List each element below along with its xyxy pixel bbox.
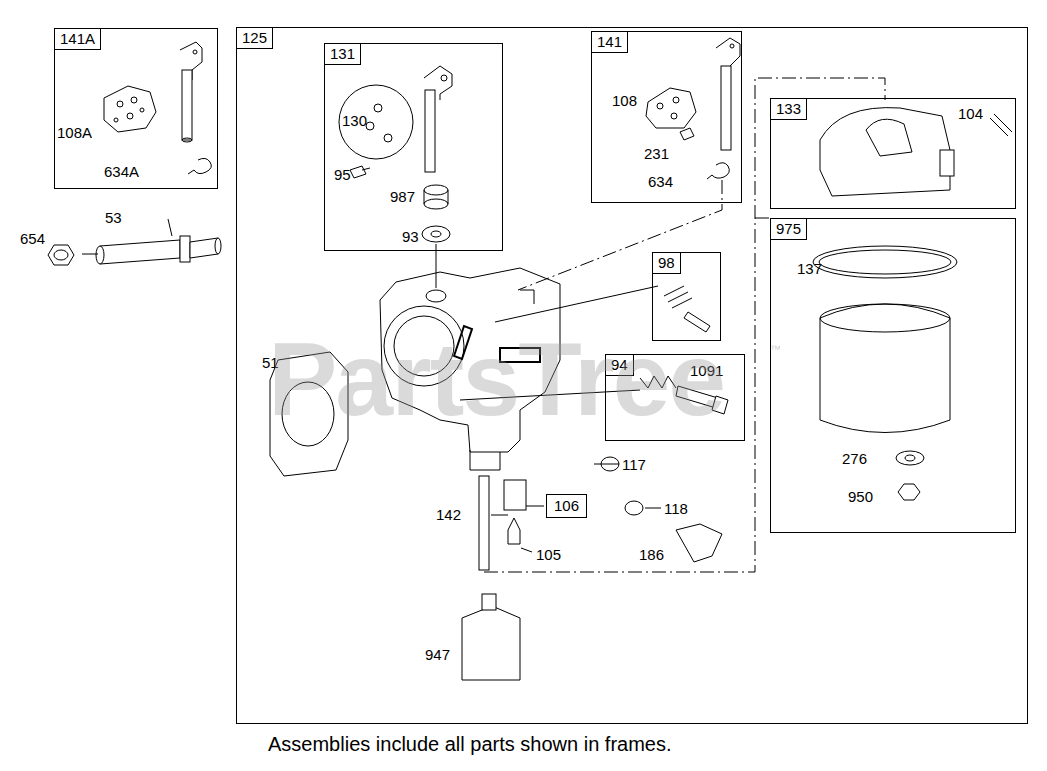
callout-number: 987 (390, 188, 415, 206)
callout-number: 104 (958, 105, 983, 123)
trademark-mark: ™ (770, 343, 781, 355)
callout-number: 634A (104, 163, 139, 181)
assembly-number: 131 (324, 43, 361, 65)
callout-number: 231 (644, 145, 669, 163)
callout-number: 276 (842, 450, 867, 468)
callout-number: 950 (848, 488, 873, 506)
callout-number: 130 (342, 112, 367, 130)
callout-number: 105 (536, 546, 561, 564)
assembly-number: 133 (770, 98, 807, 120)
callout-number: 108A (57, 124, 92, 142)
callout-number: 634 (648, 173, 673, 191)
callout-number: 654 (20, 230, 45, 248)
callout-number: 118 (664, 500, 688, 518)
callout-number: 95 (334, 166, 351, 184)
watermark: PartsTree (268, 320, 724, 439)
callout-number: 93 (402, 228, 419, 246)
callout-number: 108 (612, 92, 637, 110)
assembly-number: 141A (54, 28, 101, 50)
callout-number: 142 (436, 506, 461, 524)
callout-number: 53 (105, 209, 122, 227)
part-number: 106 (554, 497, 579, 514)
caption: Assemblies include all parts shown in fr… (268, 732, 672, 756)
assembly-frame: 131 (324, 43, 503, 251)
assembly-number: 98 (652, 252, 681, 274)
assembly-number: 125 (236, 27, 273, 49)
assembly-number: 975 (770, 218, 807, 240)
callout-number: 137 (797, 260, 822, 278)
assembly-number: 141 (591, 31, 628, 53)
callout-number: 186 (639, 546, 664, 564)
callout-number: 947 (425, 646, 450, 664)
part-number-box: 106 (546, 494, 587, 518)
callout-number: 117 (622, 456, 646, 474)
